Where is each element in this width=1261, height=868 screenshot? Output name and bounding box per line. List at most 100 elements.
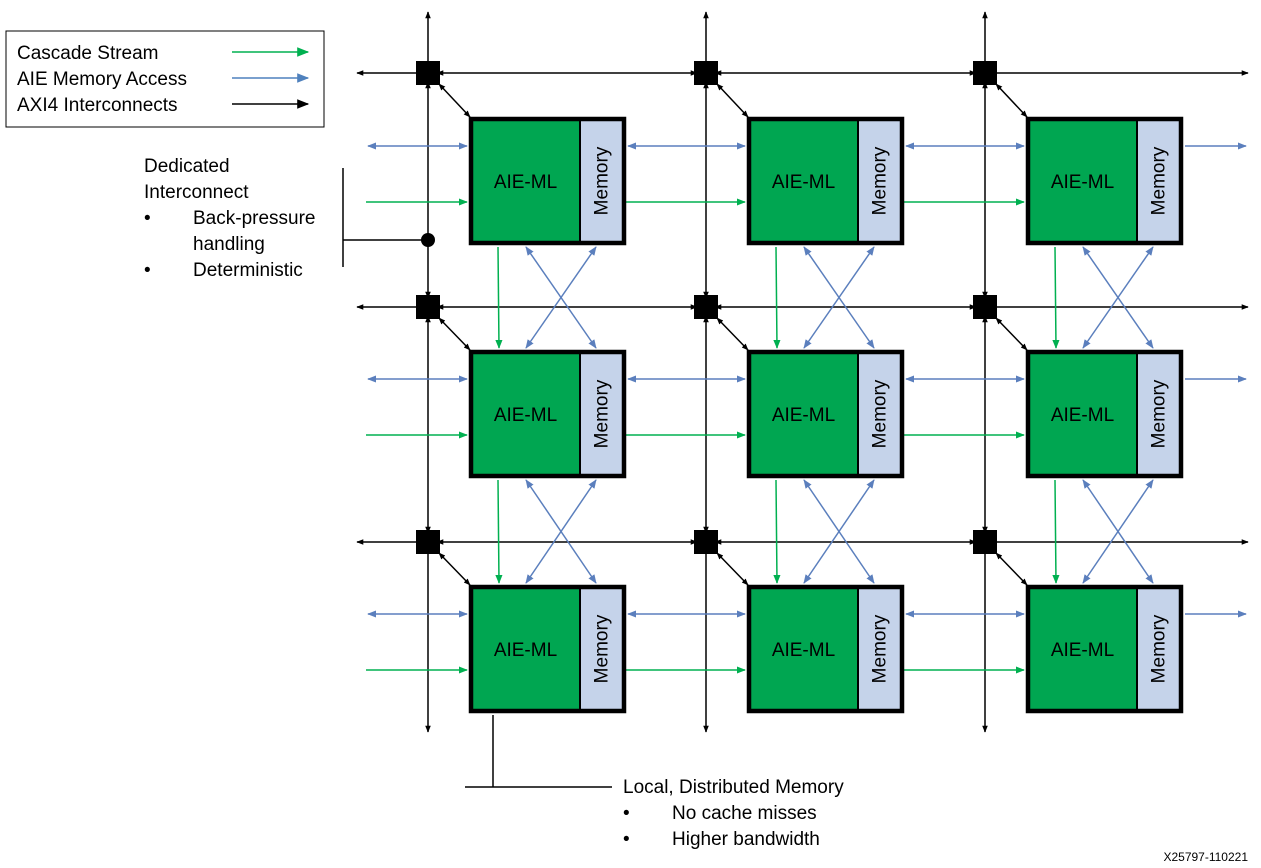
tile-memory — [580, 119, 624, 243]
switch-to-tile-arrow — [438, 317, 471, 351]
interconnect-callout: Dedicated Interconnect • Back-pressure h… — [144, 156, 435, 281]
aie-ml-tile: AIE-ML Memory — [468, 584, 627, 714]
cascade-arrow — [773, 479, 781, 584]
axi4-switch — [973, 295, 997, 319]
tile-memory-label: Memory — [592, 614, 613, 683]
tile-border — [468, 116, 627, 246]
aie-ml-core-label: AIE-ML — [494, 172, 557, 193]
memory-callout-title: Local, Distributed Memory — [623, 777, 844, 798]
aie-ml-core — [471, 352, 580, 476]
switch-to-tile-arrow — [995, 83, 1028, 118]
aie-ml-core — [749, 119, 858, 243]
tile-border — [1025, 349, 1184, 479]
switch-to-tile-arrow — [716, 552, 749, 586]
legend-box — [5, 30, 325, 128]
switch-to-tile-arrow — [995, 552, 1028, 586]
tile-border — [746, 349, 905, 479]
aie-ml-core — [1028, 119, 1137, 243]
aie-ml-core-label: AIE-ML — [494, 405, 557, 426]
aie-ml-core-label: AIE-ML — [772, 405, 835, 426]
axi4-switch — [694, 530, 718, 554]
interconnect-title-line1: Dedicated — [144, 156, 230, 177]
memory-access-arrow — [803, 246, 875, 349]
tile-memory — [580, 587, 624, 711]
cascade-arrow — [1052, 479, 1060, 584]
aie-ml-core — [749, 352, 858, 476]
aie-ml-tile: AIE-ML Memory — [468, 116, 627, 246]
aie-ml-tile: AIE-ML Memory — [468, 349, 627, 479]
aie-ml-core-label: AIE-ML — [494, 640, 557, 661]
tile-memory — [858, 352, 902, 476]
tile-border — [746, 584, 905, 714]
interconnect-title-line2: Interconnect — [144, 182, 249, 203]
interconnect-bullet1-dot: • — [144, 208, 151, 229]
tile-memory-label: Memory — [1149, 146, 1170, 215]
aie-ml-tile: AIE-ML Memory — [1025, 584, 1184, 714]
aie-ml-tile: AIE-ML Memory — [1025, 349, 1184, 479]
axi4-switch — [973, 530, 997, 554]
aie-ml-core-label: AIE-ML — [1051, 640, 1114, 661]
switch-to-tile-arrow — [438, 83, 471, 118]
switch-to-tile-arrow — [716, 317, 749, 351]
interconnect-bullet2: Deterministic — [193, 260, 303, 281]
axi4-switch — [416, 61, 440, 85]
switch-to-tile-arrow — [995, 317, 1028, 351]
cascade-arrow — [495, 479, 503, 584]
axi4-switch — [416, 530, 440, 554]
memory-bullet1: No cache misses — [672, 803, 817, 824]
aie-ml-core — [1028, 352, 1137, 476]
tile-memory-label: Memory — [1149, 614, 1170, 683]
legend-label-memory-access: AIE Memory Access — [17, 69, 187, 90]
cascade-arrow — [1052, 246, 1060, 349]
tile-border — [1025, 116, 1184, 246]
switch-to-tile-arrow — [438, 552, 471, 586]
aie-ml-core-label: AIE-ML — [1051, 405, 1114, 426]
interconnect-bullet1-line1: Back-pressure — [193, 208, 316, 229]
axi4-switch — [694, 61, 718, 85]
memory-access-arrow — [525, 479, 597, 584]
memory-access-arrow — [1082, 246, 1154, 349]
memory-access-arrow — [803, 479, 875, 584]
memory-access-arrow — [525, 246, 597, 349]
memory-bullet2-dot: • — [623, 829, 630, 850]
tile-memory — [1137, 587, 1181, 711]
aie-ml-core — [471, 587, 580, 711]
aie-ml-tile: AIE-ML Memory — [746, 116, 905, 246]
aie-ml-core-label: AIE-ML — [1051, 172, 1114, 193]
tile-memory-label: Memory — [592, 379, 613, 448]
tile-memory — [580, 352, 624, 476]
axi4-switch — [973, 61, 997, 85]
legend: Cascade Stream AIE Memory Access AXI4 In… — [5, 30, 325, 128]
tile-memory — [858, 119, 902, 243]
axi4-switch — [694, 295, 718, 319]
tile-border — [468, 349, 627, 479]
legend-label-cascade: Cascade Stream — [17, 43, 159, 64]
memory-bullet2: Higher bandwidth — [672, 829, 820, 850]
tile-memory-label: Memory — [870, 146, 891, 215]
memory-bullet1-dot: • — [623, 803, 630, 824]
cascade-arrow — [495, 246, 503, 349]
aie-ml-core — [471, 119, 580, 243]
legend-label-axi4: AXI4 Interconnects — [17, 95, 178, 116]
tile-memory — [1137, 352, 1181, 476]
switch-to-tile-arrow — [716, 83, 749, 118]
interconnect-bullet2-dot: • — [144, 260, 151, 281]
aie-ml-tile: AIE-ML Memory — [1025, 116, 1184, 246]
figure-id: X25797-110221 — [1163, 850, 1248, 864]
tile-memory-label: Memory — [1149, 379, 1170, 448]
tile-border — [746, 116, 905, 246]
memory-callout: Local, Distributed Memory • No cache mis… — [465, 715, 844, 850]
tile-memory-label: Memory — [592, 146, 613, 215]
interconnect-bullet1-line2: handling — [193, 234, 265, 255]
tile-border — [1025, 584, 1184, 714]
aie-ml-core-label: AIE-ML — [772, 172, 835, 193]
tile-memory-label: Memory — [870, 379, 891, 448]
memory-access-arrow — [1082, 479, 1154, 584]
aie-ml-core — [749, 587, 858, 711]
aie-ml-tile: AIE-ML Memory — [746, 349, 905, 479]
aie-ml-core-label: AIE-ML — [772, 640, 835, 661]
